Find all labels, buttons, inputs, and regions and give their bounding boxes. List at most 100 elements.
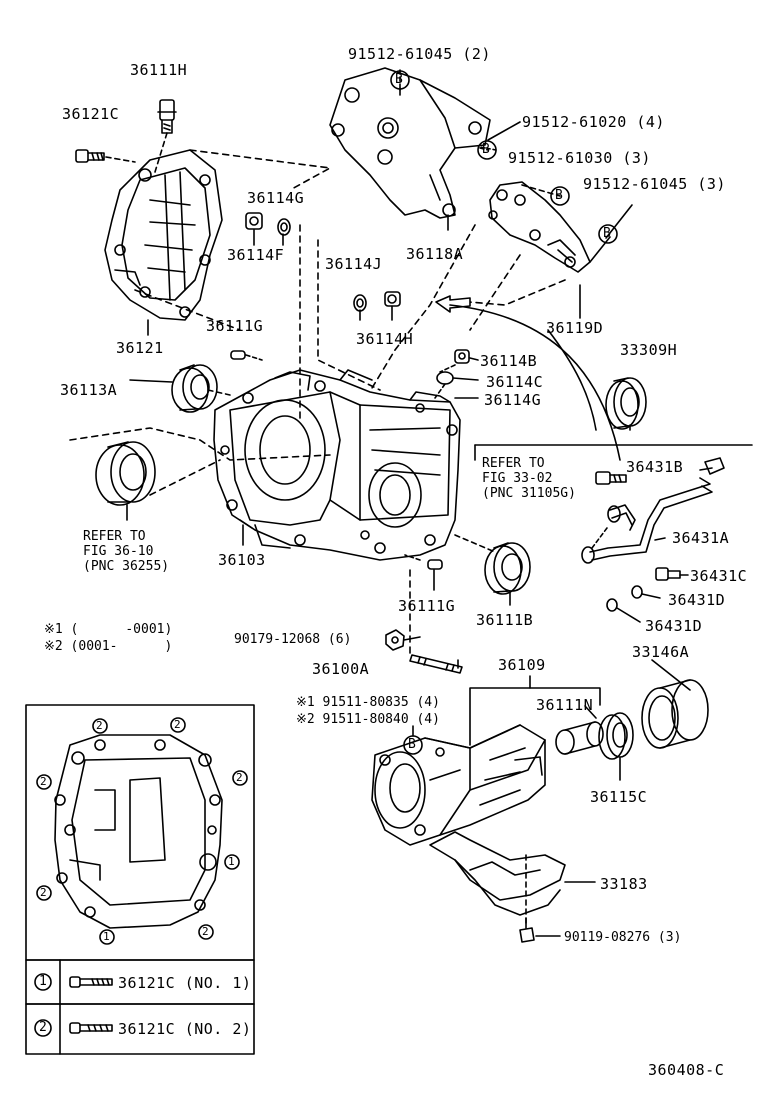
marker-b-3-text: B (555, 188, 564, 203)
inset-marker-1a (224, 854, 240, 870)
legend-bolt-1-icon (69, 976, 113, 988)
marker-b-2-text: B (482, 142, 491, 157)
dust-deflector-33146A (641, 679, 709, 749)
label-36431A: 36431A (672, 529, 730, 547)
label-91512-61020-4: 91512-61020 (4) (522, 113, 665, 131)
gasket-36431D-1 (631, 585, 643, 599)
label-36103: 36103 (218, 551, 266, 569)
label-36121C: 36121C (62, 105, 120, 123)
label-36114H: 36114H (356, 330, 414, 348)
breather-tube-36431A (581, 477, 713, 564)
marker-b-5-text: B (408, 737, 417, 752)
bracket-36119D (488, 181, 591, 273)
sleeve-36111N (555, 721, 604, 755)
nut-90179-12068 (385, 629, 405, 651)
label-91512-61030-3: 91512-61030 (3) (508, 149, 651, 167)
inset-marker-1b (99, 929, 115, 945)
seal-ref-36-10 (95, 441, 156, 506)
marker-b-1-text: B (395, 72, 404, 87)
legend-marker-1 (34, 973, 52, 991)
plug-36114F (245, 212, 263, 230)
label-36114J: 36114J (325, 255, 383, 273)
extension-housing-cover-36121 (104, 149, 223, 321)
legend-num-2: 2 (39, 1020, 48, 1035)
inset-marker-2f (198, 924, 214, 940)
bolt-36431C (655, 567, 681, 581)
marker-b-3 (550, 186, 570, 206)
inset-num-2a: 2 (96, 719, 103, 732)
bearing-36115C (598, 712, 634, 760)
label-36431D-2: 36431D (645, 617, 703, 635)
refer-note-fig-33-02: REFER TO FIG 33-02 (PNC 31105G) (482, 456, 576, 501)
oil-seal-36111B (484, 542, 531, 595)
gasket-36114J (353, 294, 367, 312)
label-36111N: 36111N (536, 696, 594, 714)
bolt-90119-08276 (519, 917, 535, 943)
bracket-36118A (329, 67, 491, 219)
label-36431B: 36431B (626, 458, 684, 476)
label-36431C: 36431C (690, 567, 748, 585)
label-33146A: 33146A (632, 643, 690, 661)
label-36115C: 36115C (590, 788, 648, 806)
label-36114G-top: 36114G (247, 189, 305, 207)
label-36114B: 36114B (480, 352, 538, 370)
refer-note-fig-36-10: REFER TO FIG 36-10 (PNC 36255) (83, 529, 170, 574)
legend-row-1: 36121C (NO. 1) (118, 974, 252, 992)
inset-marker-2e (36, 885, 52, 901)
label-91512-61045-3: 91512-61045 (3) (583, 175, 726, 193)
inset-marker-2b (170, 717, 186, 733)
pin-36111G-bottom (427, 559, 443, 570)
label-91512-61045-2: 91512-61045 (2) (348, 45, 491, 63)
legend-row-2: 36121C (NO. 2) (118, 1020, 252, 1038)
bolt-note-2: ※2 91511-80840 (4) (296, 712, 440, 727)
label-36111G-bottom: 36111G (398, 597, 456, 615)
inset-num-1b: 1 (103, 930, 110, 943)
label-36113A: 36113A (60, 381, 118, 399)
breather-plug-36111H (154, 99, 177, 173)
range-note-1: ※1 ( -0001) (44, 622, 173, 637)
plate-33183 (429, 831, 566, 916)
marker-b-4-text: B (603, 226, 612, 241)
label-33309H: 33309H (620, 341, 678, 359)
marker-b-4 (598, 224, 618, 244)
inset-marker-2d (232, 770, 248, 786)
clip-36431B (704, 457, 725, 475)
label-36431D-1: 36431D (668, 591, 726, 609)
label-90119-08276: 90119-08276 (3) (564, 930, 682, 945)
gasket-36114C (436, 371, 454, 385)
label-36114F: 36114F (227, 246, 285, 264)
union-bolt-ref (595, 471, 627, 485)
inset-num-1a: 1 (228, 855, 235, 868)
inset-view-box (25, 704, 255, 1055)
legend-bolt-2-icon (69, 1022, 113, 1034)
label-90179-12068: 90179-12068 (6) (234, 632, 352, 647)
inset-num-2b: 2 (174, 718, 181, 731)
legend-marker-2 (34, 1019, 52, 1037)
diagram-code: 360408-C (648, 1061, 725, 1079)
gasket-36431D-2 (606, 598, 618, 612)
label-36114C: 36114C (486, 373, 544, 391)
label-36121: 36121 (116, 339, 164, 357)
label-33183: 33183 (600, 875, 648, 893)
bolt-note-1: ※1 91511-80835 (4) (296, 695, 440, 710)
oil-seal-33309H (605, 377, 647, 430)
transfer-case-36103 (213, 369, 461, 561)
inset-marker-2c (36, 774, 52, 790)
inset-num-2f: 2 (202, 925, 209, 938)
pin-36111G-top (230, 350, 263, 361)
label-36100A: 36100A (312, 660, 370, 678)
inset-num-2d: 2 (236, 771, 243, 784)
legend-num-1: 1 (39, 974, 48, 989)
label-36111H: 36111H (130, 61, 188, 79)
plug-36114H (384, 291, 401, 307)
label-36111G-top: 36111G (206, 317, 264, 335)
gasket-36114G-top (277, 218, 291, 236)
inset-num-2e: 2 (40, 886, 47, 899)
label-36111B: 36111B (476, 611, 534, 629)
label-36109: 36109 (498, 656, 546, 674)
adapter-36109 (371, 724, 546, 846)
label-36114G-mid: 36114G (484, 391, 542, 409)
label-36119D: 36119D (546, 319, 604, 337)
inset-num-2c: 2 (40, 775, 47, 788)
